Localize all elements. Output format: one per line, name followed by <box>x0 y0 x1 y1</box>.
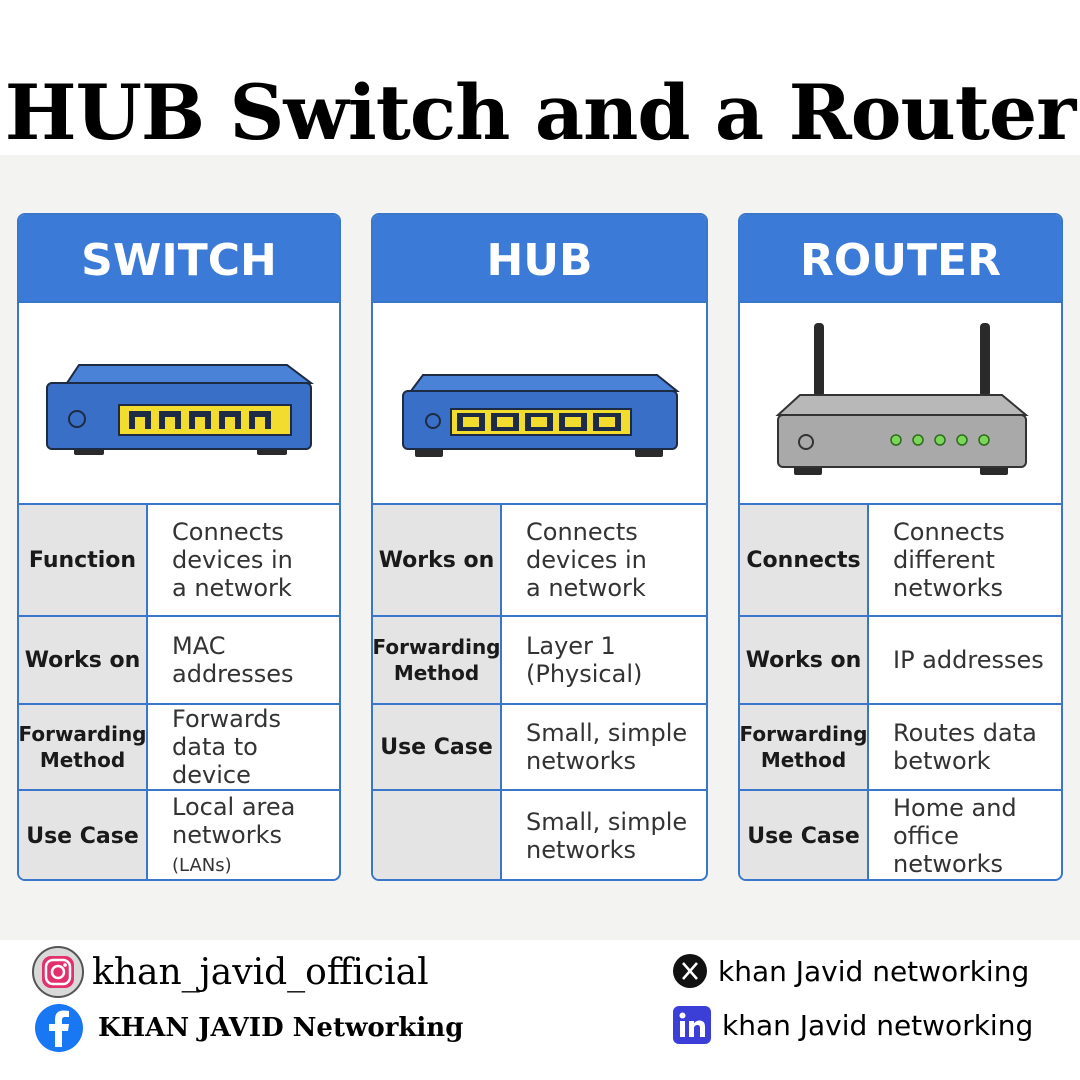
router-row-use-case: Use Case Home and office networks <box>740 791 1061 879</box>
row-label: Works on <box>373 505 502 615</box>
switch-row-use-case: Use Case Local area networks (LANs) <box>19 791 339 879</box>
switch-card-header: SWITCH <box>19 215 339 303</box>
row-label: Function <box>19 505 148 615</box>
router-row-forwarding: Forwarding Method Routes data betwork <box>740 705 1061 791</box>
switch-icon <box>46 364 314 455</box>
linkedin-handle[interactable]: khan Javid networking <box>672 1002 1033 1048</box>
row-label: Works on <box>19 617 148 703</box>
row-value: Small, simple networks <box>526 719 688 775</box>
instagram-handle[interactable]: khan_javid_official <box>32 944 429 1000</box>
row-label: Forwarding Method <box>740 705 869 789</box>
switch-card: SWITCH Function <box>17 213 341 881</box>
page-title: HUB Switch and a Router <box>4 68 1076 157</box>
linkedin-label: khan Javid networking <box>722 1008 1034 1042</box>
row-label: Use Case <box>19 791 148 879</box>
router-card-header: ROUTER <box>740 215 1061 303</box>
row-value: IP addresses <box>893 646 1044 674</box>
row-value: Local area networks (LANs) <box>172 792 296 876</box>
row-value: MAC addresses <box>172 632 294 688</box>
instagram-label: khan_javid_official <box>92 951 429 993</box>
row-value: Connects devices in a network <box>526 518 647 602</box>
x-label: khan Javid networking <box>718 954 1030 988</box>
switch-row-function: Function Connects devices in a network <box>19 505 339 617</box>
facebook-page[interactable]: KHAN JAVID Networking <box>34 1002 463 1054</box>
hub-image <box>373 303 706 505</box>
row-value: Forwards data to device <box>172 705 282 789</box>
switch-row-works-on: Works on MAC addresses <box>19 617 339 705</box>
linkedin-icon <box>673 1006 711 1044</box>
row-label: Connects <box>740 505 869 615</box>
x-icon <box>673 954 707 988</box>
row-label: Use Case <box>373 705 502 789</box>
row-label: Use Case <box>740 791 869 879</box>
hub-row-forwarding: Forwarding Method Layer 1 (Physical) <box>373 617 706 705</box>
row-label: Forwarding Method <box>373 617 502 703</box>
switch-row-forwarding: Forwarding Method Forwards data to devic… <box>19 705 339 791</box>
row-label <box>373 791 502 879</box>
facebook-label: KHAN JAVID Networking <box>98 1013 464 1043</box>
router-image <box>740 303 1061 505</box>
row-value: Routes data betwork <box>893 719 1037 775</box>
router-icon <box>775 323 1029 475</box>
row-label: Forwarding Method <box>19 705 148 789</box>
instagram-icon <box>32 946 84 998</box>
facebook-icon <box>35 1004 83 1052</box>
hub-row-extra: Small, simple networks <box>373 791 706 879</box>
hub-icon <box>402 374 680 457</box>
hub-row-works-on: Works on Connects devices in a network <box>373 505 706 617</box>
row-value: Home and office networks <box>893 794 1017 878</box>
row-value: Layer 1 (Physical) <box>526 632 643 688</box>
hub-card-header: HUB <box>373 215 706 303</box>
switch-image <box>19 303 339 505</box>
row-value: Small, simple networks <box>526 808 688 864</box>
row-value: Connects devices in a network <box>172 518 293 602</box>
x-handle[interactable]: khan Javid networking <box>672 948 1029 994</box>
row-label: Works on <box>740 617 869 703</box>
hub-row-use-case: Use Case Small, simple networks <box>373 705 706 791</box>
router-card: ROUTER Connects Connects different netwo… <box>738 213 1063 881</box>
router-row-works-on: Works on IP addresses <box>740 617 1061 705</box>
hub-card: HUB Works on <box>371 213 708 881</box>
router-row-connects: Connects Connects different networks <box>740 505 1061 617</box>
row-value: Connects different networks <box>893 518 1005 602</box>
